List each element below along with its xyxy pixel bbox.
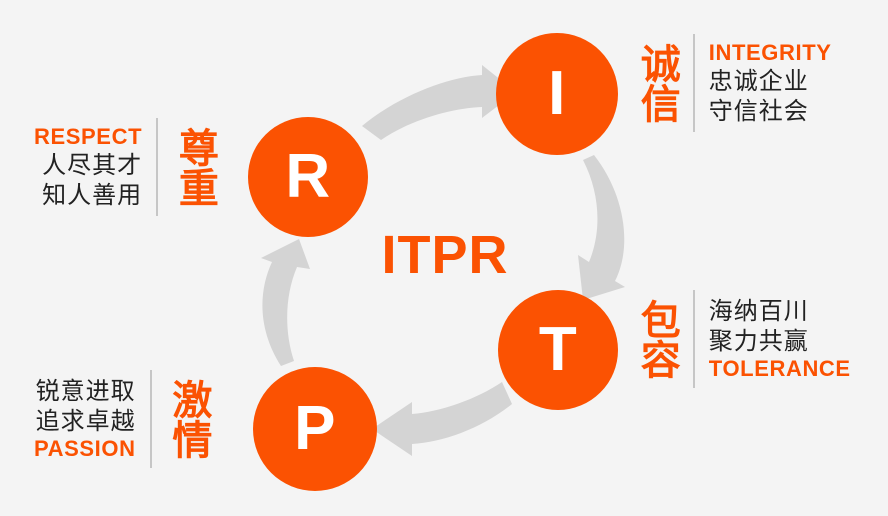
respect-details: RESPECT 人尽其才 知人善用 xyxy=(34,124,142,211)
integrity-details: INTEGRITY 忠诚企业 守信社会 xyxy=(709,40,832,127)
tolerance-cn-line-2: 聚力共赢 xyxy=(708,326,809,355)
value-block-tolerance: 包容 海纳百川 聚力共赢 TOLERANCE xyxy=(634,290,851,388)
integrity-divider xyxy=(692,34,695,132)
arrow-r-to-i-icon xyxy=(362,65,516,140)
tolerance-en-label: TOLERANCE xyxy=(708,355,851,381)
passion-divider xyxy=(149,370,152,468)
node-letter-t: T xyxy=(538,315,578,384)
respect-cn-line-2: 知人善用 xyxy=(42,181,143,210)
passion-cn-line-2: 追求卓越 xyxy=(35,406,136,435)
integrity-cn-title: 诚信 xyxy=(633,43,680,123)
node-circle-integrity[interactable]: I xyxy=(496,33,618,155)
integrity-cn-line-2: 守信社会 xyxy=(708,97,809,126)
node-letter-r: R xyxy=(285,142,331,211)
respect-en-label: RESPECT xyxy=(34,123,143,149)
respect-cn-line-1: 人尽其才 xyxy=(42,151,143,180)
arrow-i-to-t-icon xyxy=(578,155,625,300)
passion-en-label: PASSION xyxy=(34,435,136,461)
passion-details: 锐意进取 追求卓越 PASSION xyxy=(34,376,136,463)
tolerance-divider xyxy=(692,290,695,388)
integrity-cn-line-1: 忠诚企业 xyxy=(708,67,809,96)
respect-cn-title: 尊重 xyxy=(171,127,218,207)
arrow-t-to-p-icon xyxy=(372,382,512,456)
node-circle-tolerance[interactable]: T xyxy=(498,290,618,410)
respect-divider xyxy=(156,118,159,216)
integrity-en-label: INTEGRITY xyxy=(708,39,832,65)
tolerance-details: 海纳百川 聚力共赢 TOLERANCE xyxy=(709,296,851,383)
center-acronym: ITPR xyxy=(381,225,509,285)
tolerance-cn-title: 包容 xyxy=(633,299,680,379)
value-block-passion: 锐意进取 追求卓越 PASSION 激情 xyxy=(34,370,212,468)
passion-cn-title: 激情 xyxy=(165,379,212,459)
value-block-integrity: 诚信 INTEGRITY 忠诚企业 守信社会 xyxy=(634,34,832,132)
node-circle-respect[interactable]: R xyxy=(248,117,368,237)
node-circle-passion[interactable]: P xyxy=(253,367,377,491)
value-block-respect: RESPECT 人尽其才 知人善用 尊重 xyxy=(34,118,218,216)
tolerance-cn-line-1: 海纳百川 xyxy=(708,296,809,325)
passion-cn-line-1: 锐意进取 xyxy=(35,376,136,405)
node-letter-i: I xyxy=(548,59,566,128)
node-letter-p: P xyxy=(294,394,336,463)
arrow-p-to-r-icon xyxy=(261,239,310,366)
